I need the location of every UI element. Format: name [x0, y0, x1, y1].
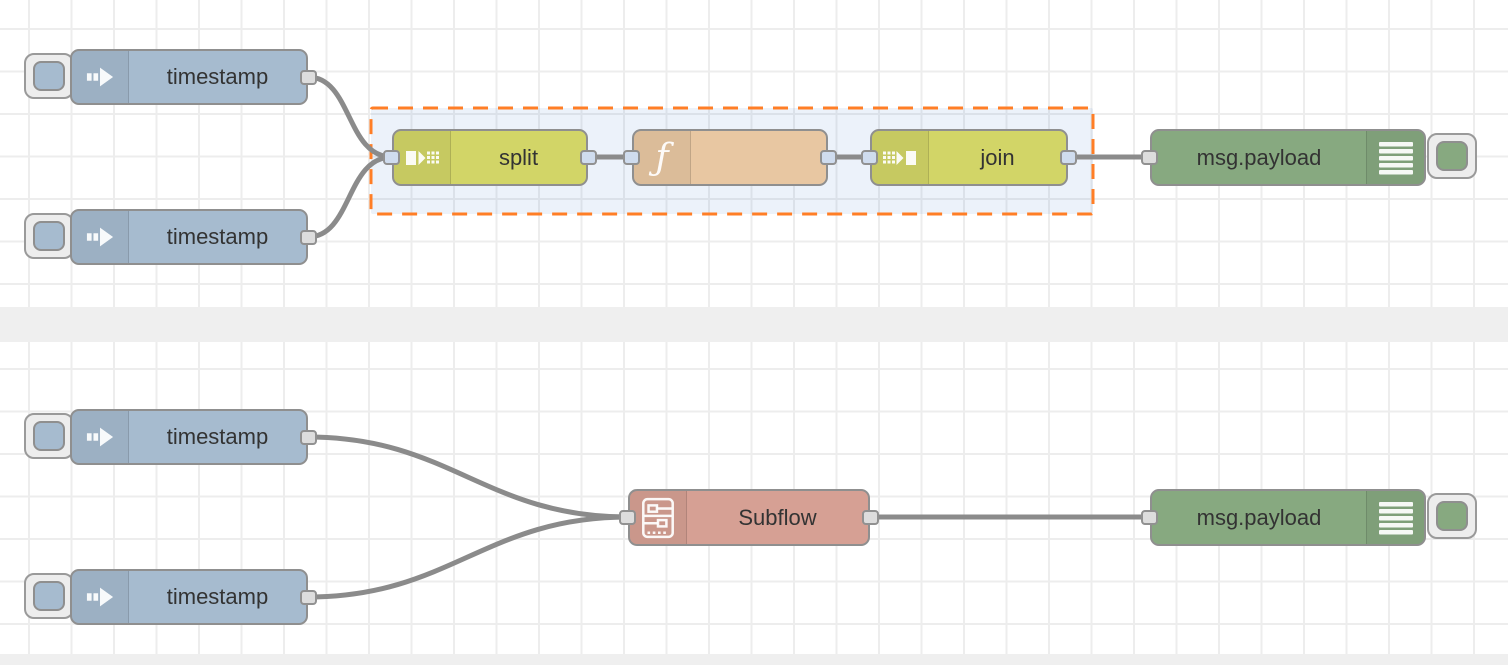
output-port[interactable]: [300, 429, 317, 445]
bottom-separator: [0, 654, 1508, 665]
output-port[interactable]: [300, 69, 317, 85]
inject-button-inner[interactable]: [33, 421, 65, 451]
node-label: join: [980, 144, 1015, 170]
input-port[interactable]: [861, 150, 878, 165]
output-port[interactable]: [820, 150, 837, 165]
debug-node-top[interactable]: msg.payload: [1141, 129, 1477, 186]
inject-button[interactable]: [24, 413, 74, 459]
section-separator: [0, 307, 1508, 342]
output-port[interactable]: [300, 229, 317, 245]
inject-arrow-icon: [72, 211, 129, 263]
join-node[interactable]: join: [861, 129, 1077, 186]
split-icon: [394, 131, 451, 184]
inject-arrow-icon: [72, 411, 129, 463]
inject-node-top-1[interactable]: timestamp: [24, 49, 317, 105]
node-label: [691, 131, 826, 184]
debug-toggle-button[interactable]: [1427, 493, 1477, 539]
node-label: timestamp: [166, 64, 269, 89]
inject-button[interactable]: [24, 573, 74, 619]
debug-node-bottom[interactable]: msg.payload: [1141, 489, 1477, 546]
output-port[interactable]: [862, 510, 879, 525]
subflow-icon: [630, 491, 687, 544]
node-label: msg.payload: [1196, 144, 1322, 170]
debug-list-icon: [1366, 491, 1424, 544]
inject-button[interactable]: [24, 53, 74, 99]
inject-button-inner[interactable]: [33, 61, 65, 91]
inject-button-inner[interactable]: [33, 581, 65, 611]
output-port[interactable]: [580, 150, 597, 165]
node-label: split: [498, 144, 539, 170]
debug-list-icon: [1366, 131, 1424, 184]
output-port[interactable]: [300, 589, 317, 605]
debug-toggle-button[interactable]: [1427, 133, 1477, 179]
inject-node-top-2[interactable]: timestamp: [24, 209, 317, 265]
debug-toggle-inner[interactable]: [1436, 141, 1468, 171]
node-label: timestamp: [166, 424, 269, 449]
inject-button-inner[interactable]: [33, 221, 65, 251]
svg-text:ƒ: ƒ: [648, 137, 674, 178]
join-icon: [872, 131, 929, 184]
inject-button[interactable]: [24, 213, 74, 259]
wire[interactable]: [305, 434, 631, 520]
debug-toggle-inner[interactable]: [1436, 501, 1468, 531]
inject-arrow-icon: [72, 571, 129, 623]
node-label: msg.payload: [1196, 504, 1322, 530]
inject-arrow-icon: [72, 51, 129, 103]
node-label: timestamp: [166, 584, 269, 609]
input-port[interactable]: [1141, 150, 1158, 165]
inject-node-bottom-1[interactable]: timestamp: [24, 409, 317, 465]
function-node[interactable]: ƒ: [623, 129, 837, 186]
input-port[interactable]: [619, 510, 636, 525]
subflow-node[interactable]: Subflow: [619, 489, 879, 546]
wire[interactable]: [305, 74, 395, 160]
wire[interactable]: [305, 154, 395, 240]
function-icon: ƒ: [634, 131, 691, 184]
inject-node-bottom-2[interactable]: timestamp: [24, 569, 317, 625]
node-label: Subflow: [738, 504, 817, 530]
node-label: timestamp: [166, 224, 269, 249]
split-node[interactable]: split: [383, 129, 597, 186]
input-port[interactable]: [383, 150, 400, 165]
output-port[interactable]: [1060, 150, 1077, 165]
wire[interactable]: [305, 514, 631, 600]
input-port[interactable]: [1141, 510, 1158, 525]
input-port[interactable]: [623, 150, 640, 165]
